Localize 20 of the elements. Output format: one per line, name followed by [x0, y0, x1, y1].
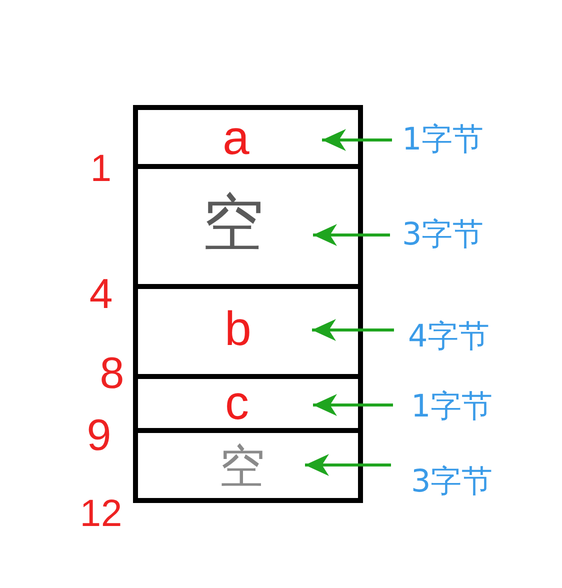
cell-text: a: [222, 115, 250, 163]
arrow: [322, 129, 392, 151]
offset-number: 12: [80, 495, 122, 533]
cell-text: 空: [219, 442, 265, 488]
size-label: 3字节: [411, 466, 493, 498]
size-label: 1字节: [411, 392, 493, 422]
offset-number: 4: [89, 273, 113, 315]
cell-text: c: [225, 380, 249, 428]
size-label: 3字节: [402, 220, 484, 250]
offset-number: 8: [100, 352, 124, 396]
size-label: 1字节: [402, 124, 484, 156]
arrow: [313, 224, 390, 246]
cell-text: b: [224, 306, 252, 354]
offset-number: 9: [86, 414, 112, 458]
offset-number: 1: [90, 150, 112, 188]
arrow: [313, 394, 393, 416]
arrow: [305, 454, 391, 476]
cell-text: 空: [202, 192, 264, 254]
arrow: [312, 319, 394, 341]
size-label: 4字节: [408, 322, 490, 352]
